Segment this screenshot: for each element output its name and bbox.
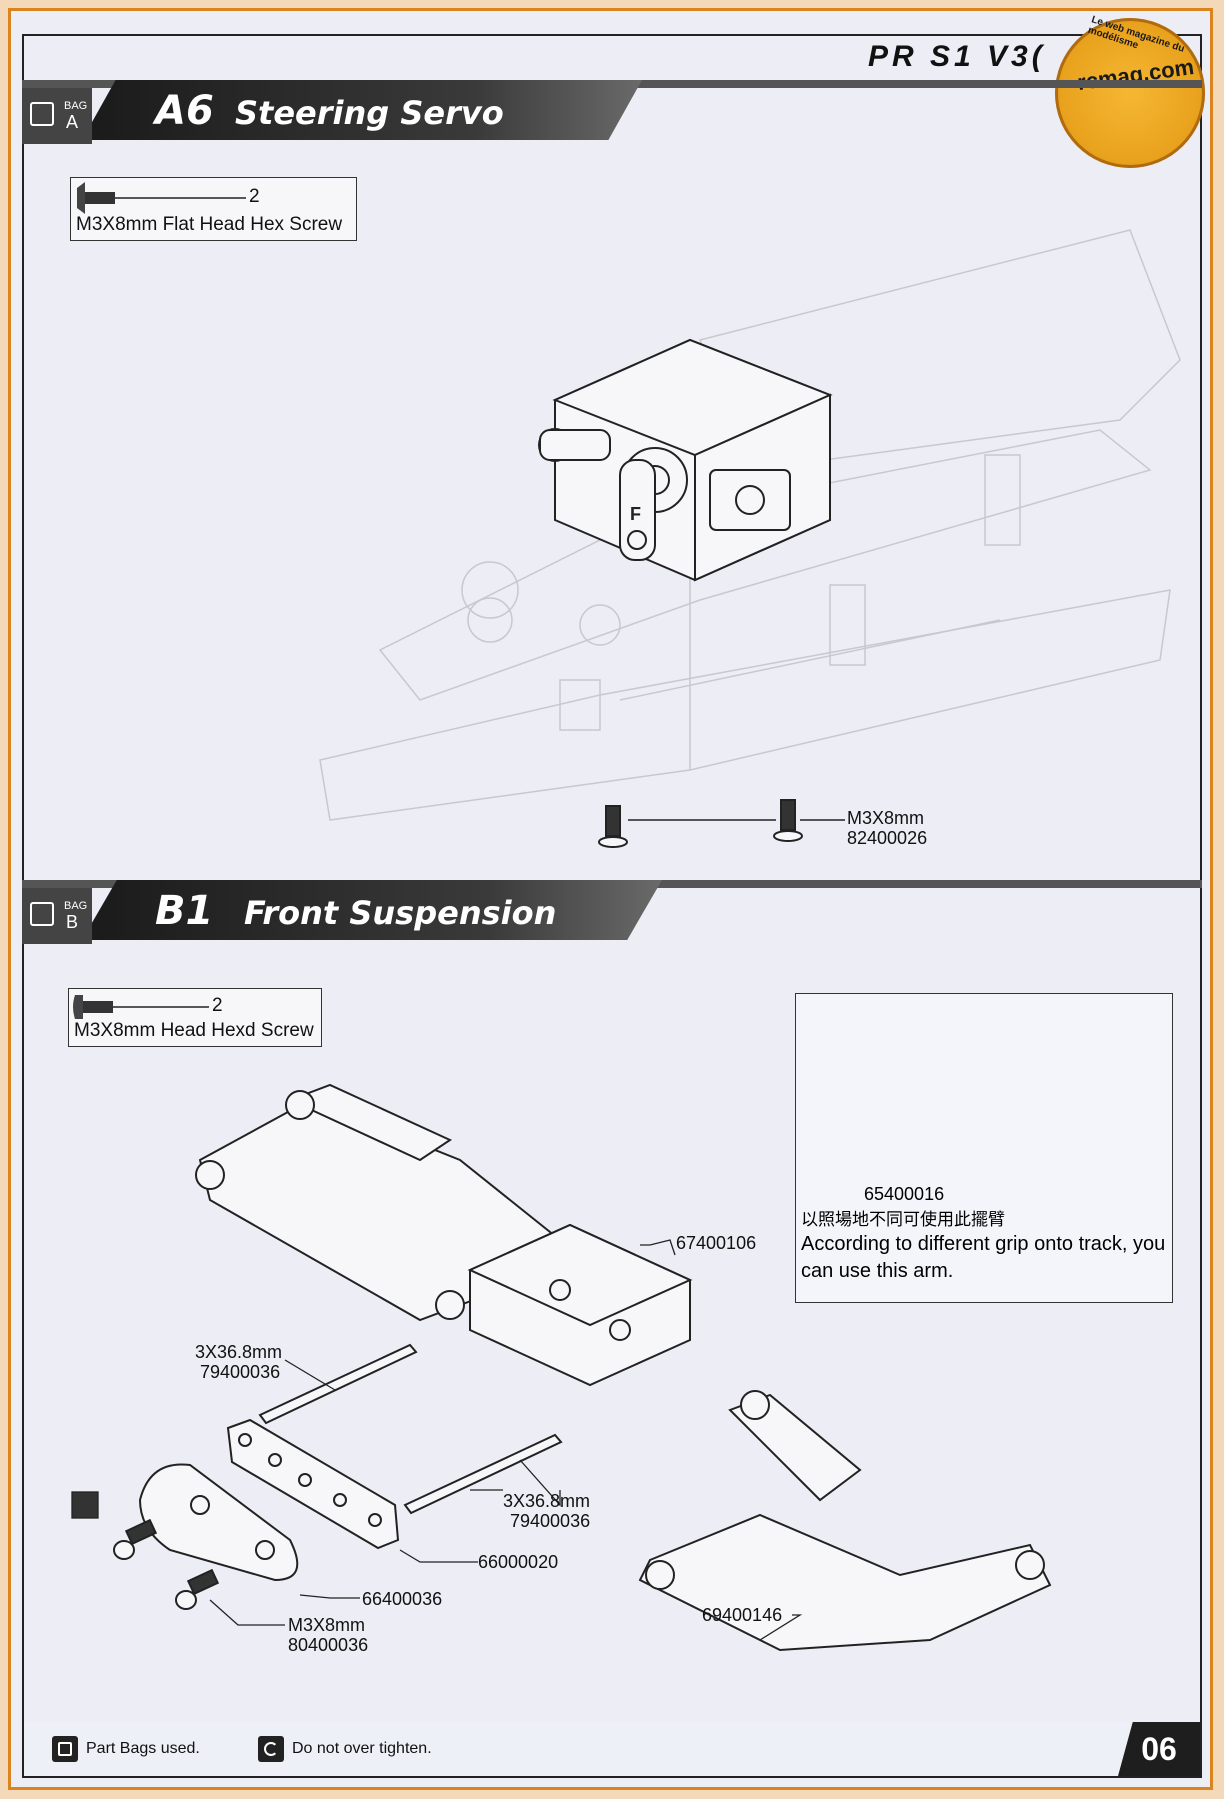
section-b1-banner: BAG B B1 Front Suspension	[22, 880, 1202, 944]
legend-tighten-text: Do not over tighten.	[292, 1740, 432, 1757]
banner-title-bar	[82, 80, 642, 140]
optional-arm-note: 65400016 以照場地不同可使用此擺臂 According to diffe…	[795, 993, 1173, 1303]
arm-pn: 69400146	[702, 1605, 783, 1625]
bag-icon	[52, 1736, 78, 1762]
step-title: Steering Servo	[235, 94, 504, 132]
svg-text:F: F	[630, 504, 641, 524]
bag-letter: A	[66, 112, 79, 132]
bag-b-badge: BAG B	[22, 888, 92, 944]
hardware-caption: M3X8mm Head Hexd Screw	[74, 1020, 314, 1041]
hardware-box-b1: 2 M3X8mm Head Hexd Screw	[68, 988, 322, 1047]
step-number: A6	[155, 88, 214, 134]
step-title: Front Suspension	[244, 894, 557, 932]
b1-screw-pn: 80400036	[288, 1635, 369, 1655]
bag-icon	[30, 102, 54, 126]
pin-right-size: 3X36.8mm	[503, 1491, 591, 1511]
model-title: PR S1 V3(	[868, 40, 1046, 73]
page-footer: Part Bags used. Do not over tighten.	[22, 1722, 1202, 1778]
page-number: 06	[1118, 1722, 1200, 1776]
pin-left-pn: 79400036	[200, 1362, 281, 1382]
bag-word: BAG	[64, 100, 88, 112]
step-number: B1	[155, 888, 214, 934]
bag-icon	[30, 902, 54, 926]
legend-bags-text: Part Bags used.	[86, 1740, 200, 1757]
bag-a-badge: BAG A	[22, 88, 92, 144]
bulkhead-pn: 67400106	[676, 1233, 757, 1253]
pin-right-pn: 79400036	[510, 1511, 591, 1531]
b1-screw-size: M3X8mm	[288, 1615, 366, 1635]
legend-tighten: Do not over tighten.	[258, 1736, 432, 1762]
pin-left-size: 3X36.8mm	[195, 1342, 283, 1362]
bag-letter: B	[66, 912, 79, 932]
note-chinese: 以照場地不同可使用此擺臂	[801, 1210, 1005, 1229]
banner-title-bar	[82, 880, 662, 940]
button-head-screw-icon	[73, 995, 209, 1019]
note-part-number: 65400016	[864, 1184, 945, 1204]
rotate-icon	[258, 1736, 284, 1762]
section-a6-banner: BAG A A6 Steering Servo	[22, 80, 1202, 144]
plate-pn: 66000020	[478, 1552, 559, 1572]
bag-word: BAG	[64, 900, 88, 912]
a6-screw-pn: 82400026	[847, 828, 928, 848]
a6-screw-size: M3X8mm	[847, 808, 925, 828]
flat-head-screw-icon	[77, 182, 246, 214]
legend-part-bags: Part Bags used.	[52, 1736, 200, 1762]
rcmag-logo: Le web magazine du modélisme rcmag.com	[1055, 14, 1205, 168]
hardware-caption: M3X8mm Flat Head Hex Screw	[76, 214, 343, 235]
hardware-qty: 2	[249, 186, 260, 207]
hardware-qty: 2	[212, 995, 223, 1016]
hardware-box-a6: 2 M3X8mm Flat Head Hex Screw	[70, 177, 357, 241]
note-english: According to different grip onto track, …	[801, 1233, 1166, 1282]
brace-pn: 66400036	[362, 1589, 443, 1609]
